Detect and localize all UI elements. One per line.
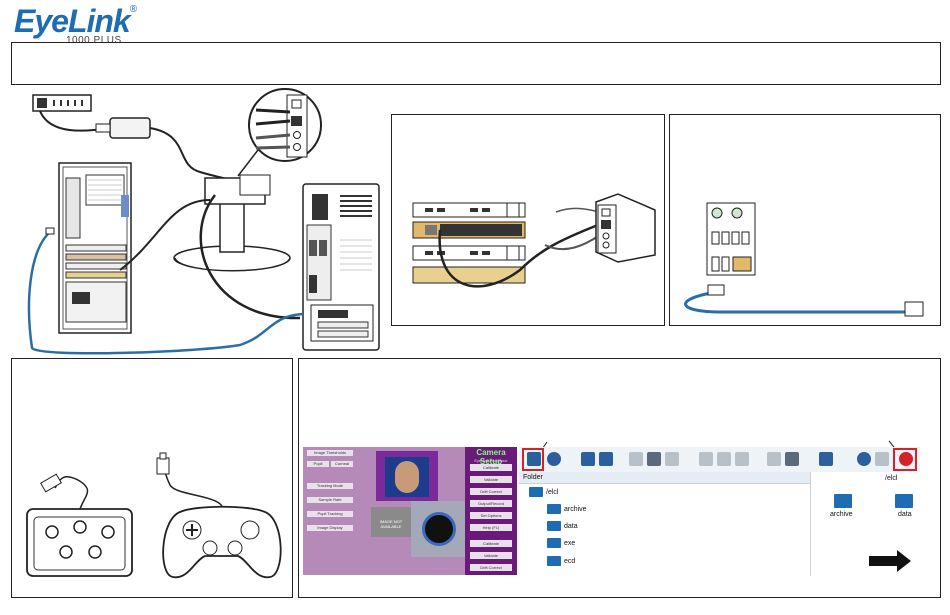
upload-icon[interactable] [767,452,781,466]
gear-icon[interactable] [547,452,561,466]
tree-item-data[interactable]: data [547,521,578,531]
folder-icon[interactable] [895,494,913,508]
camera-setup-button[interactable]: Output/Record [470,500,512,507]
logo-brand: EyeLink [14,3,131,39]
copy-to-icon[interactable] [699,452,713,466]
paste-icon[interactable] [665,452,679,466]
camera-msg: IMAGE NOT AVAILABLE [371,507,411,537]
title-banner [11,42,941,85]
folder-icon[interactable] [834,494,852,508]
eject-icon[interactable] [785,452,799,466]
save-icon[interactable] [717,452,731,466]
arrow-right-icon [869,550,911,572]
folder-header: Folder [519,472,810,484]
host-button[interactable]: Pupil [307,461,329,467]
move-icon[interactable] [735,452,749,466]
copy-icon[interactable] [647,452,661,466]
button-box [26,508,133,577]
refresh-icon[interactable] [857,452,871,466]
folder-tree-panel: Folder /elcl archive data exe ecd [519,472,811,576]
logo-model: 1000 PLUS [66,35,122,46]
power-strip [32,94,92,112]
tree-item-root[interactable]: /elcl [529,487,558,497]
camera-setup-subtitle: EyeLink Processor [474,458,508,463]
camera-setup-button[interactable]: Validate [470,552,512,559]
eyelink-logo: EyeLink® 1000 PLUS [14,3,138,46]
file-manager-toolbar [519,447,920,473]
logo-registered: ® [129,4,138,15]
highlight-exit [522,448,544,471]
gamepad [162,505,282,579]
tree-item-archive[interactable]: archive [547,504,587,514]
up-icon[interactable] [875,452,889,466]
view-grid-icon[interactable] [819,452,833,466]
ethernet-ports [706,202,756,276]
camera-setup-button[interactable]: Drift Correct [470,488,512,495]
eyelink-exit-icon[interactable] [527,452,541,466]
eye-image-panel [411,501,467,557]
folder-contents-panel: /elcl archive data [811,472,920,576]
highlight-power [893,448,917,471]
camera-setup-button[interactable]: Set Options [470,512,512,519]
power-adapter [109,117,151,139]
host-button[interactable]: Image Display [307,525,353,531]
camera-image-panel [376,451,438,501]
camera-setup-button[interactable]: Drift Correct [470,564,512,571]
panel-icon[interactable] [581,452,595,466]
pci-cards [412,202,526,284]
camera-setup-button[interactable]: Help (F1) [470,524,512,531]
camera-setup-button[interactable]: Calibrate [470,540,512,547]
network-cable [27,231,304,355]
host-button[interactable]: Image Thresholds [307,450,353,456]
host-button[interactable]: Corneal [331,461,353,467]
host-button[interactable]: Tracking Mode [307,483,353,489]
display-pc-back [302,183,380,351]
host-pc-tower [58,162,132,334]
cut-icon[interactable] [629,452,643,466]
download-icon[interactable] [599,452,613,466]
folder-label-data: data [898,511,912,518]
host-button[interactable]: Sample Rate [307,497,353,503]
folder-label-archive: archive [830,511,853,518]
camera-setup-button[interactable]: Validate [470,476,512,483]
camera-unit [595,193,656,263]
camera-stand [173,174,291,272]
power-icon[interactable] [899,452,913,466]
camera-setup-title: Camera Setup [476,448,506,466]
tree-item-exe[interactable]: exe [547,538,575,548]
tree-item-ecd[interactable]: ecd [547,556,575,566]
host-button[interactable]: Pupil Tracking [307,511,353,517]
camera-setup-button[interactable]: Calibrate [470,464,512,471]
current-path: /elcl [885,475,898,482]
camera-ports-zoom [237,88,322,177]
